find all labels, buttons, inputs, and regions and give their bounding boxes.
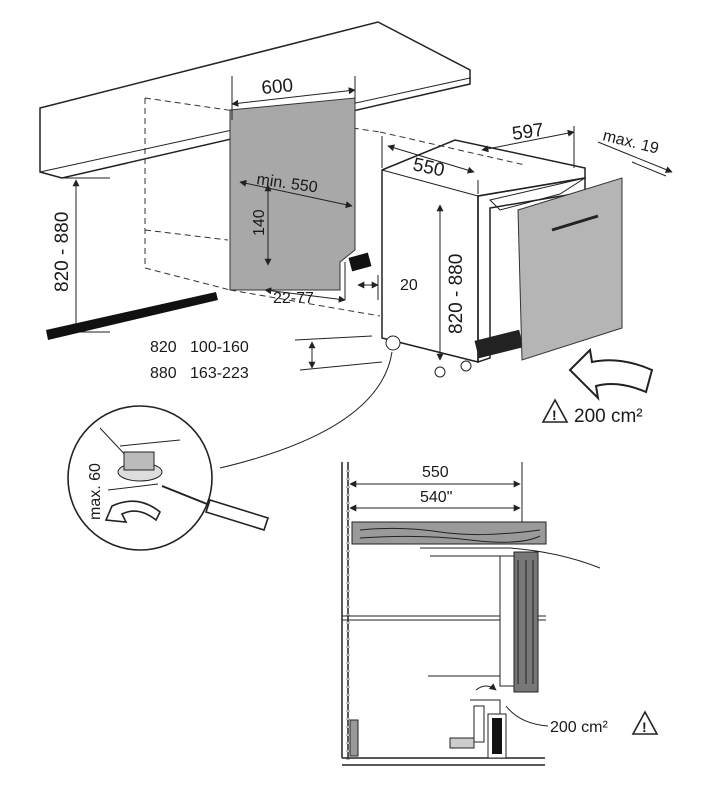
- screwdriver-icon: [161, 485, 270, 531]
- foot-height-table: 820 100-160 880 163-223: [150, 335, 383, 382]
- niche-width-label: 600: [261, 75, 294, 99]
- section-depth-550-label: 550: [422, 464, 449, 481]
- foot-detail: max. 60: [67, 351, 393, 551]
- left-height-dimension: 820 - 880: [52, 177, 110, 333]
- appliance-depth-dimension: 550: [381, 136, 479, 194]
- dimension-140: 140: [251, 184, 272, 266]
- appliance-width-dimension: 597: [481, 120, 575, 168]
- section-view: 550 540" 200 cm² !: [341, 462, 659, 766]
- foot-max-label: max. 60: [87, 463, 104, 520]
- appliance-depth-label: 550: [411, 154, 446, 181]
- door-gap-label: max. 19: [601, 127, 660, 157]
- appliance-width-label: 597: [511, 120, 545, 145]
- section-plinth-left: [349, 719, 359, 757]
- vent-area-top-label: 200 cm²: [574, 406, 643, 427]
- section-depth-540-label: 540": [420, 489, 452, 506]
- appliance-height-dimension: 820 - 880: [436, 204, 467, 361]
- appliance-door: [489, 177, 623, 361]
- svg-text:!: !: [642, 719, 647, 735]
- table-row-820: 820 100-160: [150, 339, 249, 356]
- airflow-arrow-icon: [568, 347, 654, 401]
- rotate-arrow-icon: [104, 500, 162, 523]
- section-foot: [449, 737, 475, 749]
- dimension-140-label: 140: [251, 209, 268, 236]
- warning-triangle-icon: !: [541, 398, 569, 423]
- plinth-strip: [46, 292, 218, 340]
- plinth-offset-dimension: 22-77: [264, 262, 346, 307]
- left-height-label: 820 - 880: [52, 212, 73, 292]
- door-handle: [551, 214, 599, 232]
- gap-20-dimension: 20: [357, 275, 418, 300]
- appliance-height-label: 820 - 880: [446, 254, 467, 334]
- appliance-plinth-grille: [474, 329, 524, 359]
- door-gap-dimension: max. 19: [597, 127, 673, 177]
- table-row-880: 880 163-223: [150, 365, 249, 382]
- warning-triangle-icon: !: [631, 710, 659, 735]
- rear-wall-panel: [229, 97, 356, 291]
- gap-20-label: 20: [400, 277, 418, 294]
- niche-width-dimension: 600: [231, 75, 356, 120]
- vent-area-bottom-label: 200 cm²: [550, 719, 608, 736]
- plinth-offset-label: 22-77: [273, 290, 314, 307]
- svg-text:!: !: [552, 407, 557, 423]
- side-bracket: [348, 252, 372, 272]
- vent-area-top: ! 200 cm²: [541, 398, 643, 427]
